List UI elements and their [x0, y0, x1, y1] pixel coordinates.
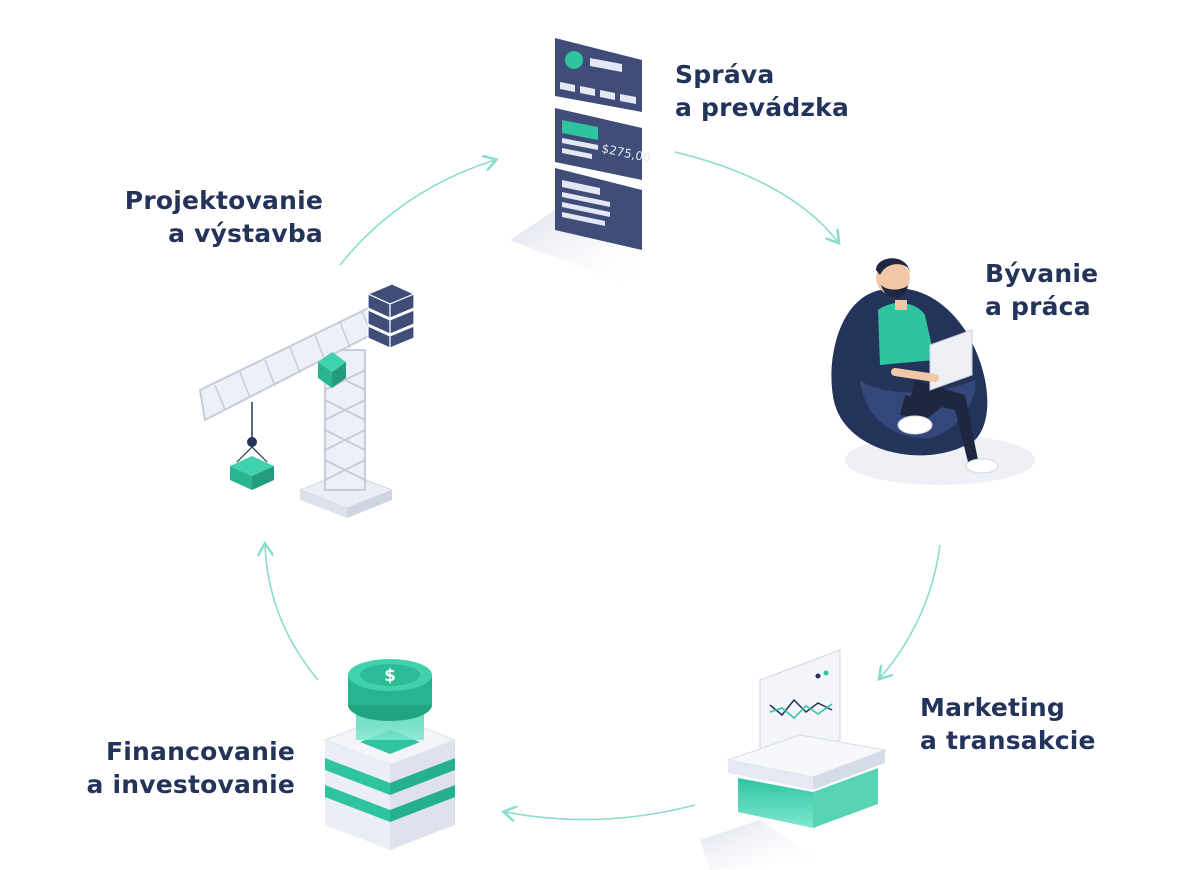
dollar-icon: $: [384, 666, 396, 686]
label-projektovanie-line1: Projektovanie: [124, 186, 323, 215]
label-byvanie: Bývanie a práca: [985, 257, 1098, 323]
marketing-counter-illustration: [700, 649, 887, 870]
label-financovanie-line1: Financovanie: [106, 737, 295, 766]
label-sprava-line1: Správa: [675, 60, 775, 89]
crane-illustration: [198, 283, 416, 518]
label-projektovanie-line2: a výstavba: [168, 219, 323, 248]
label-projektovanie: Projektovanie a výstavba: [125, 184, 323, 250]
label-financovanie: Financovanie a investovanie: [87, 735, 296, 801]
counterweight: [366, 283, 416, 349]
arrow-sprava-to-byvanie: [674, 151, 838, 242]
coin-stack-illustration: $: [323, 659, 457, 850]
label-marketing-line1: Marketing: [920, 693, 1066, 722]
arrow-projektovanie-to-sprava: [339, 160, 495, 266]
label-sprava: Správa a prevádzka: [675, 58, 849, 124]
label-sprava-line2: a prevádzka: [675, 93, 850, 122]
label-byvanie-line1: Bývanie: [985, 259, 1099, 288]
label-financovanie-line2: a investovanie: [86, 770, 295, 799]
arrow-byvanie-to-marketing: [880, 544, 941, 678]
cycle-arrows: [265, 151, 941, 820]
avatar-icon: [565, 51, 583, 69]
dashboard-illustration: $275,00: [510, 38, 652, 290]
chart-line-icon: [769, 698, 833, 717]
arrow-financovanie-to-projektovanie: [265, 545, 319, 681]
label-marketing-line2: a transakcie: [920, 726, 1096, 755]
arrow-marketing-to-financovanie: [505, 804, 696, 820]
person-on-beanbag-illustration: [831, 258, 1035, 485]
label-marketing: Marketing a transakcie: [920, 691, 1096, 757]
label-byvanie-line2: a práca: [985, 292, 1091, 321]
